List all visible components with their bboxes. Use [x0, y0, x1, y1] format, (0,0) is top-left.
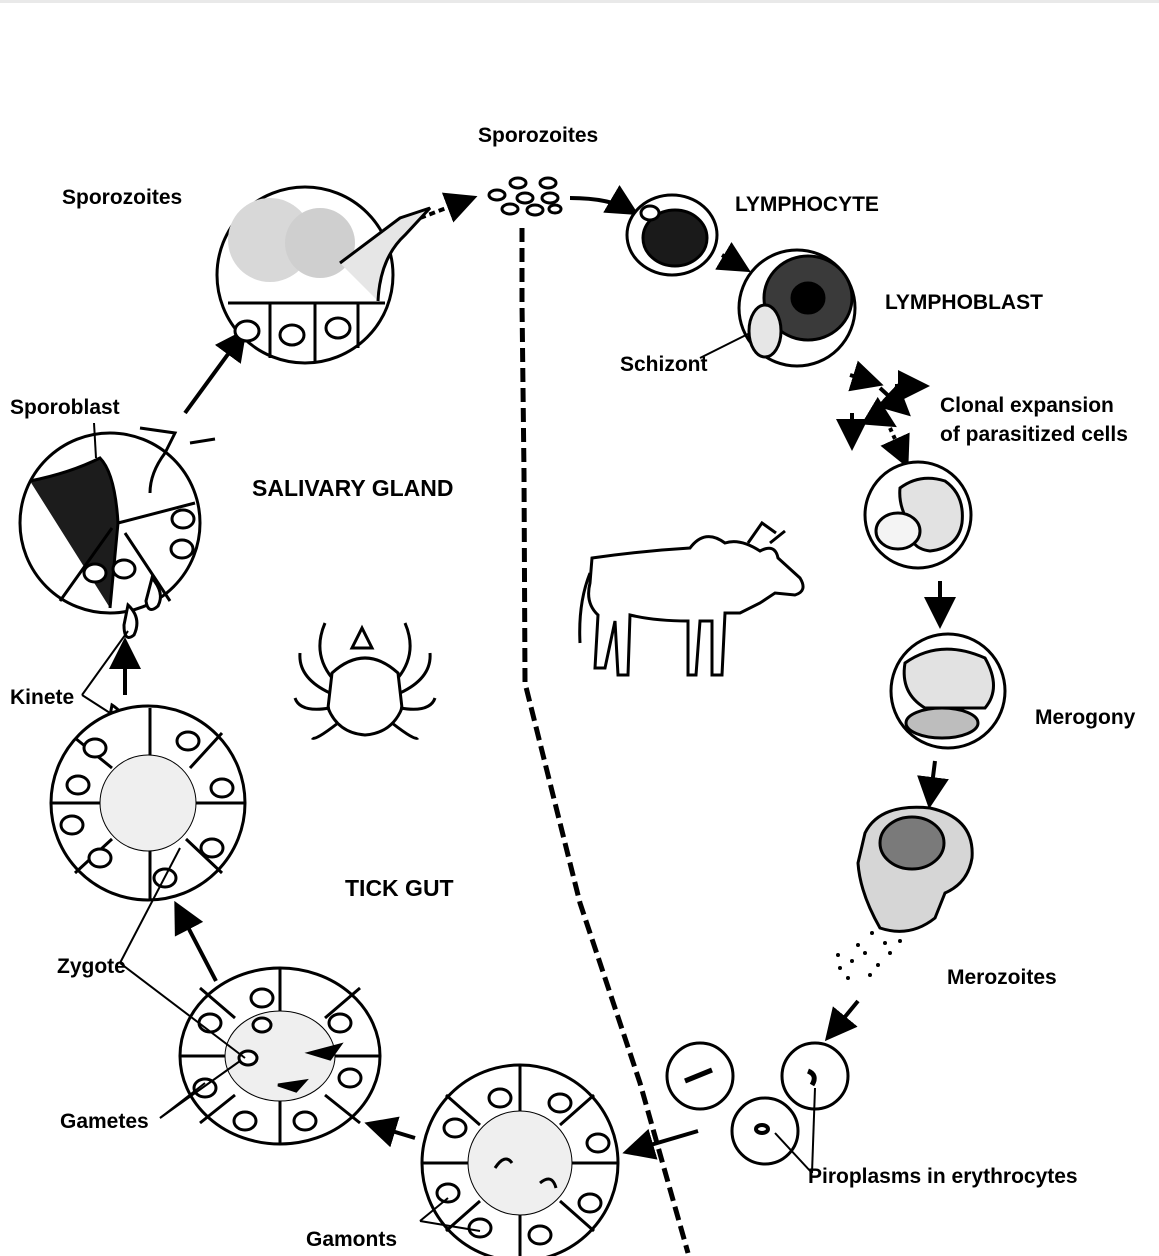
label-sporoblast: Sporoblast: [10, 396, 120, 419]
arrow-clonal-6: [890, 428, 905, 461]
sporozoites-cluster: [489, 178, 561, 215]
label-salivary-gland: SALIVARY GLAND: [252, 476, 453, 501]
label-tick-gut: TICK GUT: [345, 876, 454, 901]
tick-gut-kinete-cell: [51, 706, 245, 900]
salivary-gland-cell: [217, 187, 430, 363]
clonal-cell: [865, 462, 971, 568]
lymphocyte-cell: [627, 195, 717, 275]
cattle-illustration: [580, 523, 803, 675]
arrow-to-piroplasms: [830, 1001, 858, 1035]
label-sporozoites-gland: Sporozoites: [62, 186, 182, 209]
lymphoblast-cell: [739, 250, 855, 366]
label-zygote: Zygote: [57, 955, 126, 978]
label-lymphocyte: LYMPHOCYTE: [735, 193, 879, 216]
arrow-lymphocyte-to-lymphoblast: [722, 255, 744, 268]
label-gamonts: Gamonts: [306, 1228, 397, 1251]
arrow-sporozoites-to-lymphocyte: [570, 198, 632, 211]
erythrocytes: [667, 1043, 848, 1164]
tick-gut-gametes-cell: [180, 968, 380, 1144]
merozoite-dots: [836, 931, 902, 980]
arrow-gamonts-to-gametes: [372, 1125, 415, 1138]
arrow-sporoblast-to-gland: [185, 335, 242, 413]
arrow-to-merozoites: [930, 761, 935, 801]
tick-illustration: [295, 623, 435, 738]
label-merogony: Merogony: [1035, 706, 1135, 729]
tick-gut-gamonts-cell: [422, 1065, 618, 1256]
arrow-clonal-1: [850, 375, 876, 383]
label-gametes: Gametes: [60, 1110, 149, 1133]
sporoblast-cell: [20, 428, 215, 613]
arrow-gametes-to-zygote: [178, 908, 216, 981]
label-piroplasms: Piroplasms in erythrocytes: [808, 1165, 1078, 1188]
merozoites-cell: [858, 807, 972, 931]
arrow-clonal-5: [870, 411, 890, 423]
label-clonal-line1: Clonal expansion: [940, 394, 1114, 417]
merogony-cell: [891, 634, 1005, 748]
label-schizont: Schizont: [620, 353, 708, 376]
label-sporozoites-top: Sporozoites: [478, 124, 598, 147]
arrow-piroplasms-to-gamonts: [630, 1131, 698, 1151]
label-merozoites: Merozoites: [947, 966, 1057, 989]
label-kinete: Kinete: [10, 686, 74, 709]
label-clonal-line2: of parasitized cells: [940, 423, 1128, 446]
label-lymphoblast: LYMPHOBLAST: [885, 291, 1043, 314]
arrow-clonal-3: [880, 388, 905, 411]
